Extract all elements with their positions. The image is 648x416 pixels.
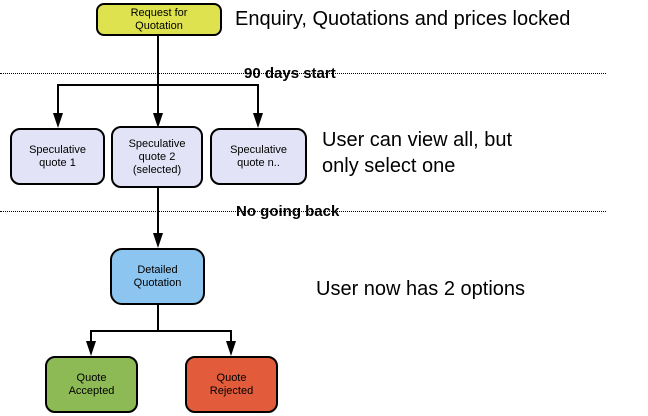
node-label: Rejected (209, 384, 254, 397)
node-label: quote 2 (138, 150, 176, 163)
node-quote-rejected: Quote Rejected (185, 356, 278, 413)
node-label: Quotation (133, 276, 182, 289)
node-label: Speculative (29, 143, 86, 156)
node-speculative-quote-1: Speculative quote 1 (10, 128, 105, 185)
arrowhead (53, 113, 63, 128)
node-speculative-quote-2: Speculative quote 2 (selected) (111, 126, 203, 188)
node-label: quote n.. (237, 156, 280, 169)
node-label: quote 1 (39, 156, 76, 169)
node-quote-accepted: Quote Accepted (45, 356, 138, 413)
node-label: Quote (216, 371, 247, 384)
phase-divider-line-2 (0, 211, 606, 212)
node-label: Accepted (68, 384, 115, 397)
connector-request-down (157, 35, 159, 85)
phase-divider-line-1 (0, 73, 606, 74)
annotation-enquiry: Enquiry, Quotations and prices locked (235, 8, 571, 30)
connector-drop-rejected (230, 330, 232, 343)
node-label: Quotation (135, 19, 183, 32)
connector-branch-2 (90, 330, 232, 332)
annotation-view-all: User can view all, but only select one (322, 127, 512, 179)
node-label: Detailed (137, 263, 178, 276)
node-speculative-quote-n: Speculative quote n.. (210, 128, 307, 185)
node-request-for-quotation: Request for Quotation (96, 3, 222, 36)
annotation-view-all-line2: only select one (322, 155, 456, 177)
divider-label-90-days: 90 days start (244, 65, 336, 82)
connector-detailed-down (157, 305, 159, 332)
node-label: Request for (130, 6, 188, 19)
node-detailed-quotation: Detailed Quotation (110, 248, 205, 305)
node-label: Quote (76, 371, 107, 384)
arrowhead (153, 113, 163, 128)
node-label: (selected) (132, 163, 182, 176)
arrowhead (153, 233, 163, 248)
connector-drop-accepted (90, 330, 92, 343)
annotation-two-options: User now has 2 options (316, 278, 526, 300)
divider-label-no-going-back: No going back (236, 203, 340, 220)
arrowhead (86, 341, 96, 356)
node-label: Speculative (230, 143, 287, 156)
connector-drop-quote1 (57, 84, 59, 114)
annotation-view-all-line1: User can view all, but (322, 129, 513, 151)
connector-drop-quote2 (157, 84, 159, 114)
arrowhead (226, 341, 236, 356)
connector-drop-quoten (257, 84, 259, 114)
node-label: Speculative (128, 137, 186, 150)
arrowhead (253, 113, 263, 128)
